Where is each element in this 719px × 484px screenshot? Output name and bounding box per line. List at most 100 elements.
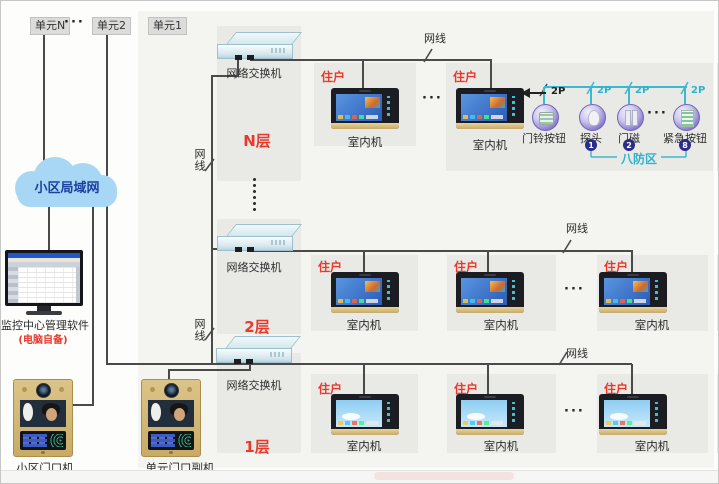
switch-ports-icon — [271, 240, 287, 245]
cloud-base — [17, 181, 117, 207]
emergency-wire-label: 2P — [691, 85, 706, 96]
side-buttons — [512, 280, 515, 300]
switch-label: 网络交换机 — [226, 379, 282, 392]
flower-image — [151, 403, 161, 421]
side-buttons — [655, 280, 658, 300]
cable-label: 网线 — [424, 32, 446, 45]
unit-base — [599, 429, 667, 435]
doorbell-button-device — [532, 104, 559, 131]
pc-menubar — [8, 258, 80, 262]
screen-icons — [338, 299, 378, 303]
speaker-icon — [484, 90, 496, 92]
speaker-icon — [59, 387, 64, 392]
zone-badge-2: 2 — [623, 139, 635, 151]
detector-wire-label: 2P — [597, 85, 612, 96]
unit-base — [331, 429, 399, 435]
indoor-unit — [599, 394, 667, 435]
floors-ellipsis-dots — [253, 178, 256, 211]
side-buttons — [512, 96, 515, 116]
door-magnet-wire-label: 2P — [635, 85, 650, 96]
station-display — [148, 400, 194, 427]
side-buttons — [387, 96, 390, 116]
indoor-unit — [456, 394, 524, 435]
screen-icons — [463, 115, 503, 119]
indoor-unit — [456, 272, 524, 313]
pc-screen — [8, 253, 80, 303]
wallpaper-cloud — [342, 413, 360, 420]
pc-stand — [37, 306, 51, 311]
call-button — [41, 451, 45, 454]
indoor-unit — [331, 394, 399, 435]
card-reader-icon — [50, 434, 63, 447]
unit-base — [331, 123, 399, 129]
magnet-icon — [632, 110, 638, 126]
indoor-unit-screen — [461, 278, 507, 305]
pc-scrollbar — [76, 267, 80, 303]
indoor-unit-screen — [604, 400, 650, 427]
row-ellipsis: ··· — [564, 404, 585, 419]
side-buttons — [655, 402, 658, 422]
wallpaper-cloud — [467, 413, 485, 420]
network-switch-n — [217, 31, 302, 60]
wallpaper-cloud — [610, 413, 628, 420]
household-label: 住户 — [321, 70, 346, 84]
unit-base — [456, 307, 524, 313]
emergency-label: 紧急按钮 — [663, 130, 707, 146]
switch-label: 网络交换机 — [226, 261, 282, 274]
floor-label-2: 2层 — [244, 318, 270, 336]
unit-base — [456, 123, 524, 129]
flower-image — [23, 403, 33, 421]
screen-photo — [365, 281, 380, 292]
speaker-icon — [187, 387, 192, 392]
side-buttons — [387, 402, 390, 422]
switch-port — [247, 55, 254, 60]
unit-base — [599, 307, 667, 313]
row-continuation-sliver — [717, 255, 718, 331]
indoor-unit — [331, 272, 399, 313]
switch-port — [235, 247, 242, 252]
indoor-unit-label: 室内机 — [634, 318, 670, 332]
household-label: 住户 — [604, 260, 629, 274]
indoor-unit-screen — [604, 278, 650, 305]
side-buttons — [512, 402, 515, 422]
cable-label-vertical: 网线 — [193, 318, 206, 342]
community-door-station — [13, 379, 73, 457]
visitor-face — [174, 408, 185, 421]
household-label: 住户 — [318, 260, 343, 274]
network-switch-1 — [216, 335, 301, 364]
floor-label-n: N层 — [243, 132, 271, 150]
pir-sensor-icon — [588, 110, 600, 126]
emergency-button-device — [673, 104, 700, 131]
cable-label-vertical: 网线 — [193, 148, 206, 172]
side-buttons — [387, 280, 390, 300]
household-label: 住户 — [454, 260, 479, 274]
indoor-unit-label: 室内机 — [346, 318, 382, 332]
switch-port — [246, 359, 253, 364]
unit-n-tab: 单元N — [30, 17, 71, 35]
emergency-icon — [681, 110, 694, 127]
indoor-unit-label: 室内机 — [634, 439, 670, 453]
detector-device — [579, 104, 606, 131]
pc-sidebar — [8, 267, 18, 303]
doorbell-wire-label: 2P — [551, 86, 566, 97]
screen-photo — [633, 281, 648, 292]
indoor-unit-label: 室内机 — [472, 138, 508, 152]
row-ellipsis: ··· — [564, 282, 585, 297]
management-pc — [5, 250, 83, 316]
floor-label-1: 1层 — [244, 438, 270, 456]
cable-label: 网线 — [566, 347, 588, 360]
indoor-unit-label: 室内机 — [483, 318, 519, 332]
pc-stand-base — [26, 311, 62, 315]
door-magnet-device — [617, 104, 644, 131]
lan-cloud: 小区局域网 — [15, 155, 119, 211]
speaker-icon — [484, 274, 496, 276]
indoor-unit-screen — [461, 94, 507, 121]
camera-icon — [36, 383, 51, 398]
speaker-icon — [150, 387, 155, 392]
management-label: 监控中心管理软件 — [1, 319, 89, 332]
indoor-unit-screen — [336, 278, 382, 305]
row-continuation-sliver — [717, 374, 718, 453]
unit-1-tab: 单元1 — [148, 17, 187, 35]
network-switch-2 — [217, 223, 302, 252]
